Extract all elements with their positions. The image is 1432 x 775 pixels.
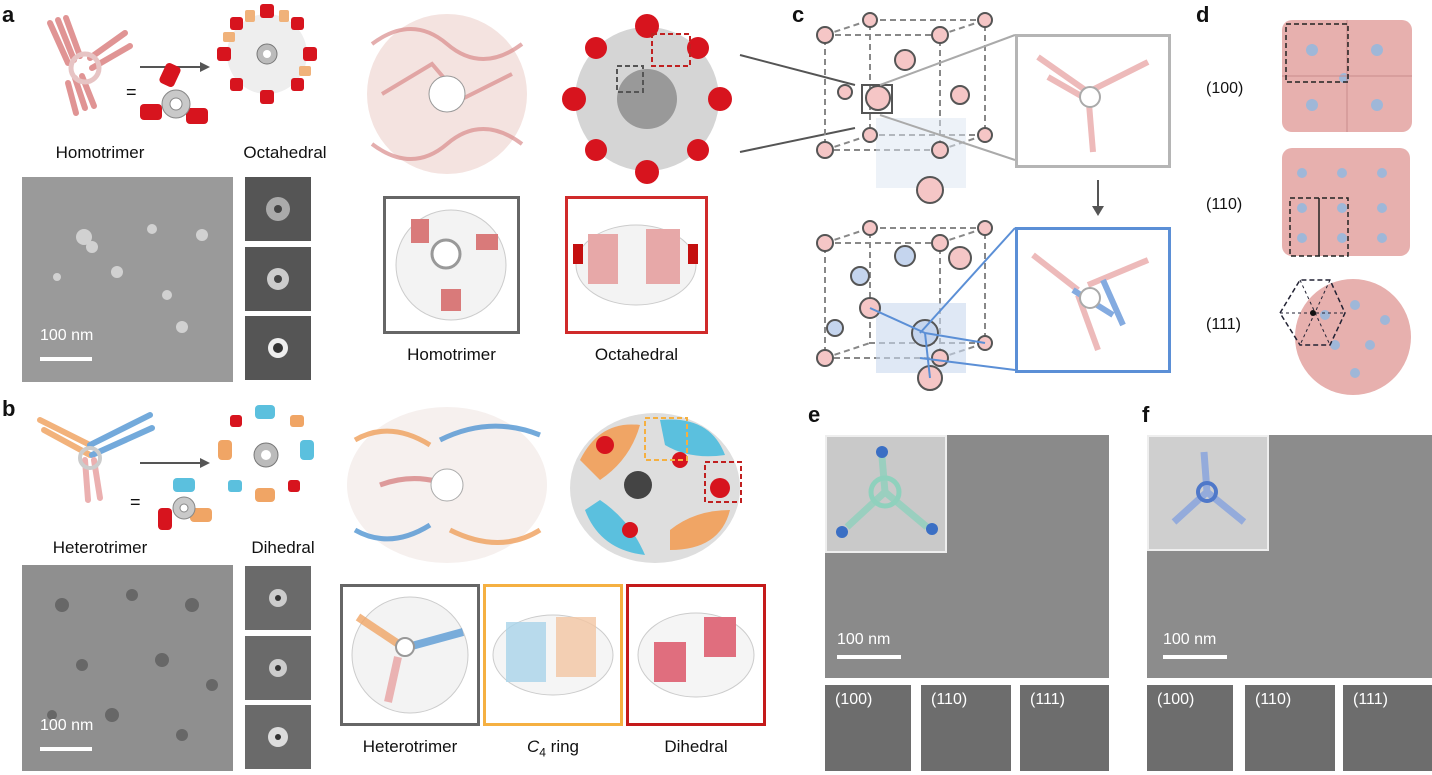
micrograph-a: 100 nm xyxy=(22,177,233,382)
panel-label-c: c xyxy=(792,2,805,27)
fft-f-100: (100) xyxy=(1147,685,1233,771)
fft-e-111: (111) xyxy=(1020,685,1109,771)
lattice-detail-box-bottom xyxy=(1015,227,1171,373)
octahedral-ribbon-model xyxy=(367,14,527,174)
plane-label-110: (110) xyxy=(1206,196,1243,213)
class-average-b2 xyxy=(245,636,311,700)
fft-e-100: (100) xyxy=(825,685,911,771)
equals-sign-b: = xyxy=(130,492,141,512)
plane-label-111: (111) xyxy=(1206,316,1241,333)
panel-label-b: b xyxy=(2,396,16,421)
fft-f-110: (110) xyxy=(1245,685,1335,771)
micrograph-particles-b xyxy=(47,589,218,741)
inset-e-trimer xyxy=(836,446,938,538)
panel-label-f: f xyxy=(1142,402,1150,427)
box-caption-octahedral: Octahedral xyxy=(594,345,679,364)
micrograph-f: 100 nm xyxy=(1147,435,1432,678)
class-average-a3 xyxy=(245,316,311,380)
panel-label-e: e xyxy=(808,402,821,427)
inset-f xyxy=(1147,435,1269,551)
caption-dihedral: Dihedral xyxy=(251,538,315,557)
lattice-cube-bottom xyxy=(816,220,993,391)
fft-label: (100) xyxy=(835,691,873,708)
scale-bar-f xyxy=(1163,655,1227,659)
c4-subscript: 4 xyxy=(539,745,546,760)
octahedral-schematic xyxy=(217,4,317,104)
class-average-a2 xyxy=(245,247,311,311)
c4-ring-density-box xyxy=(483,584,623,726)
dihedral-surface-map xyxy=(570,413,742,563)
micrograph-b: 100 nm xyxy=(22,565,233,771)
equals-sign: = xyxy=(126,82,137,102)
caption-homotrimer: Homotrimer xyxy=(55,143,145,162)
caption-octahedral: Octahedral xyxy=(243,143,327,162)
scale-bar-e xyxy=(837,655,901,659)
c4-ring-text: ring xyxy=(545,737,580,756)
class-average-a1 xyxy=(245,177,311,241)
zoom-lines xyxy=(739,54,856,153)
box-caption-heterotrimer: Heterotrimer xyxy=(362,737,458,756)
box-caption-c4-ring: C4 ring xyxy=(483,737,623,759)
homotrimer-schematic xyxy=(140,62,208,124)
scale-bar-label-b: 100 nm xyxy=(40,717,94,734)
caption-heterotrimer: Heterotrimer xyxy=(52,538,148,557)
octahedral-surface-map xyxy=(562,14,732,184)
arrow-down-icon xyxy=(1092,180,1104,216)
inset-e xyxy=(825,435,947,553)
class-average-b3 xyxy=(245,705,311,769)
zoom-lines-c-top xyxy=(879,34,1016,161)
micrograph-particles xyxy=(53,224,208,333)
fft-f-111: (111) xyxy=(1343,685,1432,771)
crystal-plane-111 xyxy=(1279,279,1411,395)
octahedral-density-box xyxy=(565,196,708,334)
dihedral-schematic xyxy=(218,405,314,502)
micrograph-e: 100 nm xyxy=(825,435,1109,678)
fft-e-110: (110) xyxy=(921,685,1011,771)
homotrimer-ribbon-illustration xyxy=(47,15,133,116)
crystal-plane-100 xyxy=(1282,20,1412,132)
zoom-lines-c-bottom xyxy=(919,227,1016,371)
heterotrimer-ribbon-illustration xyxy=(37,412,155,503)
box-caption-dihedral: Dihedral xyxy=(664,737,728,756)
box-caption-homotrimer: Homotrimer xyxy=(407,345,496,364)
lattice-detail-box-top xyxy=(1015,34,1171,168)
fft-label: (111) xyxy=(1353,691,1388,708)
dihedral-ribbon-model xyxy=(347,407,547,563)
c4-symbol: C xyxy=(526,737,540,756)
fft-label: (110) xyxy=(931,691,968,708)
scale-bar-label-e: 100 nm xyxy=(837,631,891,648)
scale-bar-b xyxy=(40,747,92,751)
homotrimer-density-box xyxy=(383,196,520,334)
plane-label-100: (100) xyxy=(1206,80,1244,97)
panel-label-d: d xyxy=(1196,2,1210,27)
fft-label: (110) xyxy=(1255,691,1292,708)
inset-f-trimer xyxy=(1171,451,1247,525)
panel-label-a: a xyxy=(2,2,15,27)
arrow-right-icon-b xyxy=(140,458,210,468)
class-average-b1 xyxy=(245,566,311,630)
crystal-plane-110 xyxy=(1282,148,1410,257)
scale-bar-label-f: 100 nm xyxy=(1163,631,1217,648)
fft-label: (111) xyxy=(1030,691,1065,708)
heterotrimer-schematic xyxy=(158,478,212,530)
scale-bar-label-a: 100 nm xyxy=(40,327,94,344)
heterotrimer-density-box xyxy=(340,584,480,726)
scale-bar-a xyxy=(40,357,92,361)
fft-label: (100) xyxy=(1157,691,1195,708)
dihedral-density-box xyxy=(626,584,766,726)
